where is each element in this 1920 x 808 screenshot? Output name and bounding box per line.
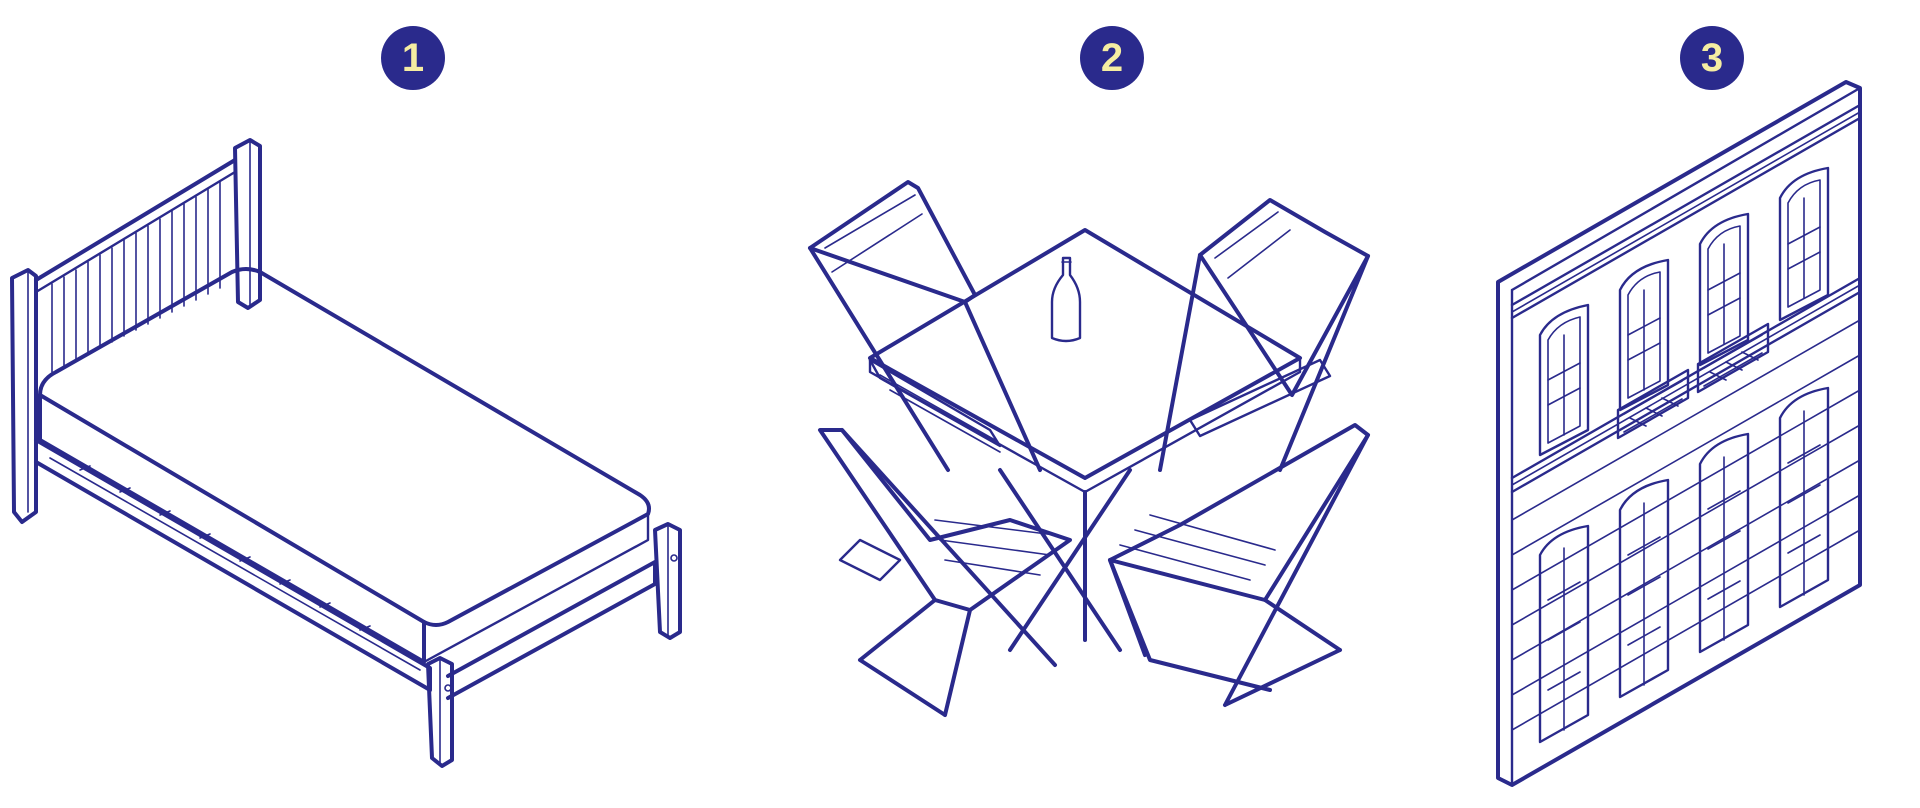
building-facade-icon — [1496, 80, 1862, 787]
number-badge-1: 1 — [381, 26, 445, 90]
number-badge-3: 3 — [1680, 26, 1744, 90]
badge-number-2: 2 — [1101, 36, 1123, 80]
chair-front-right — [1108, 423, 1370, 707]
table-with-chairs-icon — [808, 180, 1370, 717]
lower-doors — [1538, 386, 1830, 744]
bed-icon — [10, 138, 682, 768]
badge-number-1: 1 — [402, 36, 424, 80]
panel-table-and-chairs: 2 — [808, 26, 1370, 717]
chair-back-left — [808, 180, 1042, 472]
number-badge-2: 2 — [1080, 26, 1144, 90]
chair-front-left — [818, 428, 1072, 717]
panel-building-facade: 3 — [1496, 26, 1862, 787]
panel-bed: 1 — [10, 26, 682, 768]
upper-windows — [1538, 166, 1830, 457]
badge-number-3: 3 — [1701, 36, 1723, 80]
bottle-icon — [1050, 256, 1082, 343]
